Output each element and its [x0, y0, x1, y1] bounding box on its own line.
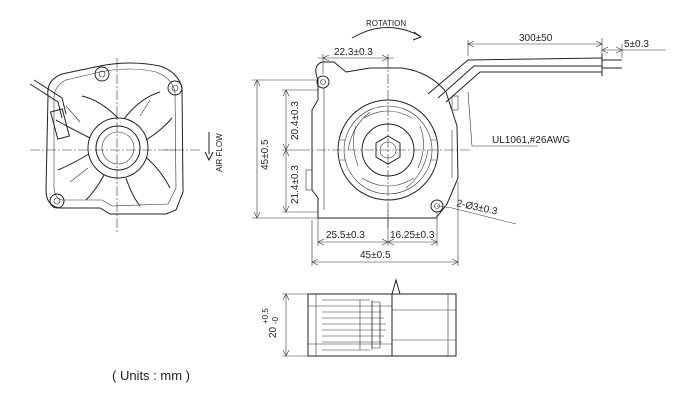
fan-side-view — [307, 278, 457, 357]
dim-thickness: 20 +0.5 -0 — [261, 293, 308, 357]
airflow-label: AIR FLOW — [215, 133, 224, 172]
cable-length-label: 300±50 — [519, 33, 553, 44]
height-total-label: 45±0.5 — [260, 139, 271, 170]
dim-width-total: 45±0.5 — [311, 182, 459, 266]
units-note: ( Units : mm ) — [112, 368, 190, 383]
hole-spec-label: 2-Ø3±0.3 — [455, 198, 498, 218]
cable-spec-label: UL1061,#26AWG — [492, 135, 570, 146]
strip-length-label: 5±0.3 — [624, 39, 649, 50]
thickness-tol-lower-label: -0 — [271, 316, 280, 324]
bottom-right-label: 16.25±0.3 — [390, 230, 435, 241]
lead-cable: UL1061,#26AWG — [427, 54, 622, 147]
dim-upper-height: 20.4±0.3 — [282, 89, 318, 151]
lower-height-label: 21.4±0.3 — [290, 165, 301, 204]
rotation-indicator: ROTATION — [351, 19, 423, 41]
thickness-tol-upper-label: +0.5 — [261, 308, 270, 324]
dim-lower-height: 21.4±0.3 — [282, 149, 318, 213]
dim-height-total: 45±0.5 — [252, 79, 318, 219]
fan-back-view — [29, 58, 200, 232]
dim-top-offset: 22.3±0.3 — [318, 47, 394, 74]
rotation-label: ROTATION — [366, 19, 406, 28]
dim-strip-length: 5±0.3 — [601, 39, 666, 58]
top-offset-label: 22.3±0.3 — [334, 47, 373, 58]
fan-front-view — [300, 58, 470, 228]
thickness-main-label: 20 — [268, 326, 279, 338]
dim-hole-spec: 2-Ø3±0.3 — [436, 198, 517, 225]
upper-height-label: 20.4±0.3 — [290, 101, 301, 140]
bottom-left-label: 25.5±0.3 — [326, 230, 365, 241]
dim-bottom-split: 25.5±0.3 16.25±0.3 — [317, 210, 438, 246]
airflow-indicator: AIR FLOW — [204, 132, 224, 172]
width-total-label: 45±0.5 — [360, 250, 391, 261]
dim-cable-length: 300±50 — [467, 33, 603, 56]
